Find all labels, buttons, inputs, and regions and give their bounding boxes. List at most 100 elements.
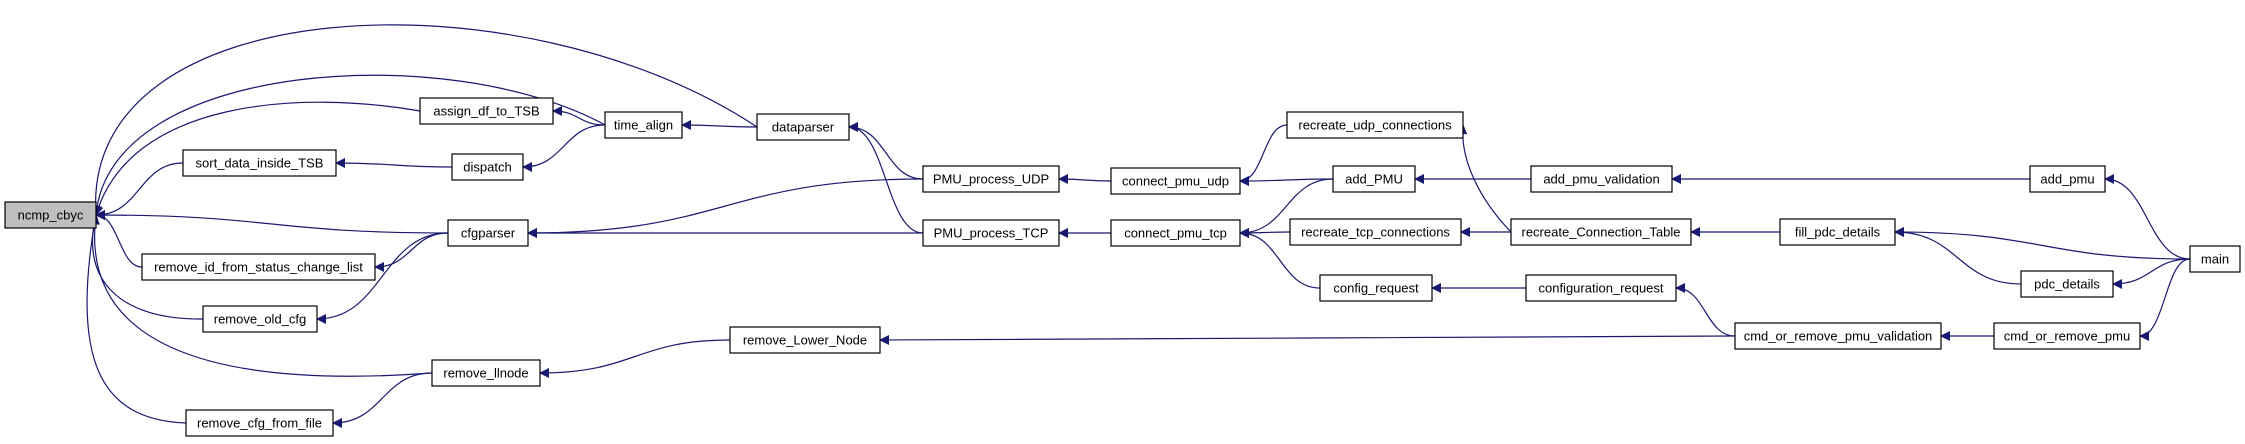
node-time_align[interactable]: time_align <box>604 111 683 139</box>
node-label: recreate_Connection_Table <box>1522 225 1681 240</box>
node-sort_data_inside_TSB[interactable]: sort_data_inside_TSB <box>182 149 337 177</box>
node-box <box>1510 218 1692 246</box>
node-box <box>182 149 337 177</box>
node-label: PMU_process_UDP <box>933 172 1049 187</box>
node-box <box>1779 218 1896 246</box>
node-add_pmu_validation[interactable]: add_pmu_validation <box>1530 165 1673 193</box>
edge-main-to-cmd_or_remove_pmu <box>2139 258 2191 341</box>
node-recreate_udp_connections[interactable]: recreate_udp_connections <box>1286 111 1464 139</box>
edge-add_PMU-to-connect_pmu_udp <box>1239 175 1334 186</box>
node-box <box>922 165 1060 193</box>
node-assign_df_to_TSB[interactable]: assign_df_to_TSB <box>419 97 554 125</box>
node-pdc_details[interactable]: pdc_details <box>2020 270 2114 298</box>
node-ncmp_cbyc[interactable]: ncmp_cbyc <box>4 201 97 229</box>
edge-assign_df_to_TSB-to-ncmp_cbyc <box>93 101 421 216</box>
edge-time_align-to-ncmp_cbyc <box>91 74 606 216</box>
edge-add_PMU-to-connect_pmu_tcp <box>1239 178 1334 238</box>
node-box <box>1332 165 1416 193</box>
node-label: add_pmu_validation <box>1543 172 1659 187</box>
node-remove_id_from_status_change_list[interactable]: remove_id_from_status_change_list <box>141 253 376 281</box>
node-fill_pdc_details[interactable]: fill_pdc_details <box>1779 218 1896 246</box>
edge-dispatch-to-sort_data_inside_TSB <box>335 158 453 169</box>
edge-main-to-add_pmu <box>2104 174 2191 260</box>
node-label: ncmp_cbyc <box>18 208 84 223</box>
edge-remove_id_from_status_change_list-to-ncmp_cbyc <box>95 210 143 268</box>
node-remove_Lower_Node[interactable]: remove_Lower_Node <box>729 326 881 354</box>
node-recreate_Connection_Table[interactable]: recreate_Connection_Table <box>1510 218 1692 246</box>
edge-remove_Lower_Node-to-remove_llnode <box>539 339 731 378</box>
edge-PMU_process_TCP-to-dataparser <box>848 122 924 234</box>
node-cmd_or_remove_pmu_validation[interactable]: cmd_or_remove_pmu_validation <box>1734 322 1942 350</box>
node-label: dispatch <box>463 160 511 175</box>
edges-layer <box>86 24 2191 428</box>
node-PMU_process_TCP[interactable]: PMU_process_TCP <box>922 219 1060 247</box>
node-box <box>431 359 541 387</box>
node-box <box>202 305 318 333</box>
edge-cmd_or_remove_pmu_validation-to-configuration_request <box>1675 283 1736 337</box>
edge-PMU_process_UDP-to-dataparser <box>848 122 924 180</box>
node-box <box>141 253 376 281</box>
node-box <box>419 97 554 125</box>
node-label: configuration_request <box>1538 281 1663 296</box>
edge-time_align-to-assign_df_to_TSB <box>552 106 606 126</box>
node-add_PMU[interactable]: add_PMU <box>1332 165 1416 193</box>
node-cmd_or_remove_pmu[interactable]: cmd_or_remove_pmu <box>1993 322 2141 350</box>
node-label: remove_Lower_Node <box>743 333 867 348</box>
node-config_request[interactable]: config_request <box>1319 274 1433 302</box>
node-box <box>4 201 97 229</box>
node-remove_old_cfg[interactable]: remove_old_cfg <box>202 305 318 333</box>
node-main[interactable]: main <box>2189 245 2241 273</box>
node-label: pdc_details <box>2034 277 2100 292</box>
edge-dataparser-to-time_align <box>681 120 758 131</box>
node-box <box>447 219 529 247</box>
edge-remove_cfg_from_file-to-ncmp_cbyc <box>86 214 187 424</box>
edge-dataparser-to-ncmp_cbyc <box>90 24 758 216</box>
node-label: assign_df_to_TSB <box>433 104 539 119</box>
node-box <box>2189 245 2241 273</box>
node-label: remove_id_from_status_change_list <box>154 260 363 275</box>
node-label: remove_cfg_from_file <box>197 416 322 431</box>
node-configuration_request[interactable]: configuration_request <box>1525 274 1677 302</box>
node-dispatch[interactable]: dispatch <box>451 153 524 181</box>
node-label: main <box>2201 252 2229 267</box>
edge-remove_llnode-to-remove_cfg_from_file <box>332 372 433 428</box>
node-connect_pmu_udp[interactable]: connect_pmu_udp <box>1110 167 1241 195</box>
node-remove_cfg_from_file[interactable]: remove_cfg_from_file <box>185 409 334 437</box>
node-label: remove_llnode <box>443 366 528 381</box>
node-box <box>451 153 524 181</box>
edge-remove_llnode-to-ncmp_cbyc <box>89 214 433 377</box>
node-label: remove_old_cfg <box>214 312 307 327</box>
node-label: recreate_tcp_connections <box>1301 225 1450 240</box>
node-box <box>1525 274 1677 302</box>
edge-main-to-fill_pdc_details <box>1894 227 2191 260</box>
node-connect_pmu_tcp[interactable]: connect_pmu_tcp <box>1110 219 1241 247</box>
node-dataparser[interactable]: dataparser <box>756 113 850 141</box>
node-label: time_align <box>614 118 673 133</box>
node-box <box>729 326 881 354</box>
node-label: add_PMU <box>1345 172 1403 187</box>
node-label: dataparser <box>772 120 835 135</box>
node-box <box>2020 270 2114 298</box>
node-label: connect_pmu_tcp <box>1124 226 1227 241</box>
node-PMU_process_UDP[interactable]: PMU_process_UDP <box>922 165 1060 193</box>
node-box <box>922 219 1060 247</box>
node-label: connect_pmu_udp <box>1122 174 1229 189</box>
node-recreate_tcp_connections[interactable]: recreate_tcp_connections <box>1289 218 1462 246</box>
node-box <box>1530 165 1673 193</box>
edge-cfgparser-to-remove_id_from_status_change_list <box>374 232 449 272</box>
edge-main-to-pdc_details <box>2112 258 2191 289</box>
node-box <box>1110 219 1241 247</box>
node-box <box>1289 218 1462 246</box>
node-box <box>756 113 850 141</box>
edge-cmd_or_remove_pmu_validation-to-remove_Lower_Node <box>879 334 1736 345</box>
node-remove_llnode[interactable]: remove_llnode <box>431 359 541 387</box>
node-label: cmd_or_remove_pmu <box>2004 329 2130 344</box>
node-box <box>1319 274 1433 302</box>
node-add_pmu[interactable]: add_pmu <box>2029 165 2106 193</box>
edge-sort_data_inside_TSB-to-ncmp_cbyc <box>95 162 184 220</box>
node-cfgparser[interactable]: cfgparser <box>447 219 529 247</box>
node-label: sort_data_inside_TSB <box>196 156 324 171</box>
edge-cfgparser-to-ncmp_cbyc <box>95 210 449 234</box>
edge-pdc_details-to-fill_pdc_details <box>1894 227 2022 285</box>
